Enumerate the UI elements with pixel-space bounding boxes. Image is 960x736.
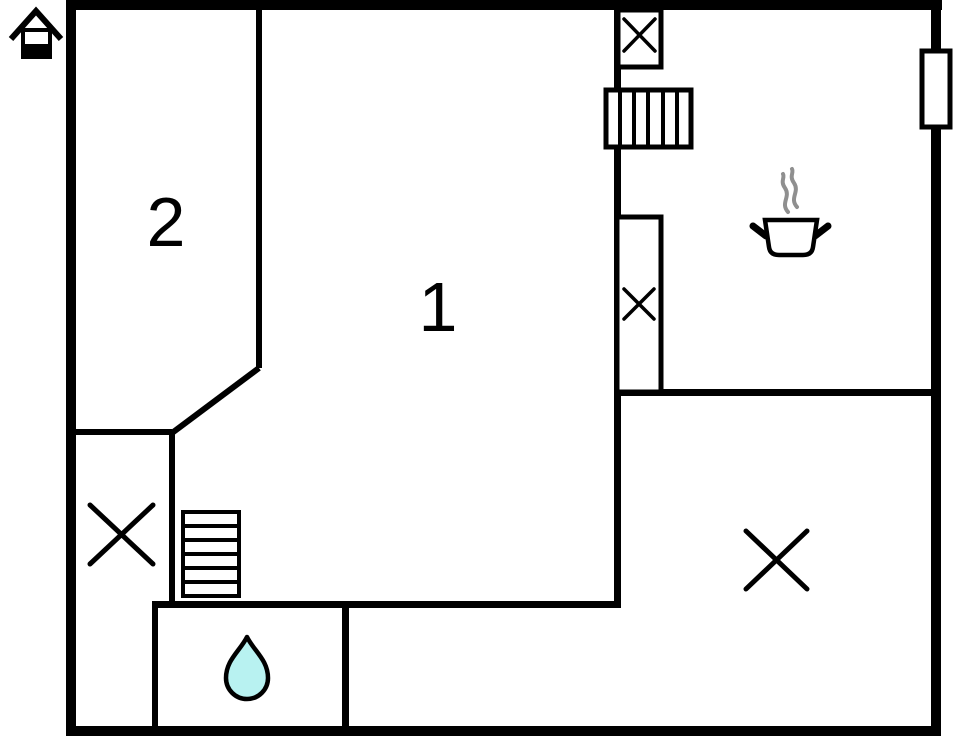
room-label-1: 1 xyxy=(419,268,458,346)
window-sash-right xyxy=(919,48,953,130)
water-drop-icon xyxy=(223,634,271,702)
wall-kitchen-bottom xyxy=(614,389,931,396)
wall-room2-diagonal xyxy=(170,365,261,436)
room-label-2: 2 xyxy=(147,183,186,261)
house-roof xyxy=(8,6,64,41)
window-cross-box-top xyxy=(615,7,664,70)
wall-stair-room-left xyxy=(169,430,175,605)
outer-wall-left xyxy=(66,0,76,736)
steam-icon xyxy=(780,172,790,214)
window-cross-left xyxy=(87,502,156,567)
house-base xyxy=(21,44,52,59)
wall-bathroom-top xyxy=(152,601,621,608)
shaft-frame xyxy=(614,214,664,395)
pot-handle-left xyxy=(749,222,770,240)
stairs xyxy=(181,510,241,598)
shaft-cross-box xyxy=(614,214,664,395)
wall-room2-right xyxy=(256,10,262,368)
radiator-grille xyxy=(603,87,694,150)
pot-handle-right xyxy=(811,222,832,240)
cross-line xyxy=(622,17,657,53)
pot-body xyxy=(762,217,820,258)
wall-bathroom-left xyxy=(152,605,158,726)
house-icon xyxy=(8,6,64,59)
outer-wall-right xyxy=(931,0,941,736)
wall-room2-bottom xyxy=(76,429,172,435)
window-cross-bottom-right xyxy=(743,528,810,592)
cooking-pot-icon xyxy=(749,167,832,258)
cross-line xyxy=(87,502,156,567)
outer-walls xyxy=(66,0,942,736)
steam-icon xyxy=(789,167,799,209)
cross-line xyxy=(622,287,656,321)
cross-line xyxy=(743,528,810,592)
outer-wall-top xyxy=(66,0,942,10)
outer-wall-bottom xyxy=(66,726,941,736)
wall-bathroom-right xyxy=(342,605,349,726)
